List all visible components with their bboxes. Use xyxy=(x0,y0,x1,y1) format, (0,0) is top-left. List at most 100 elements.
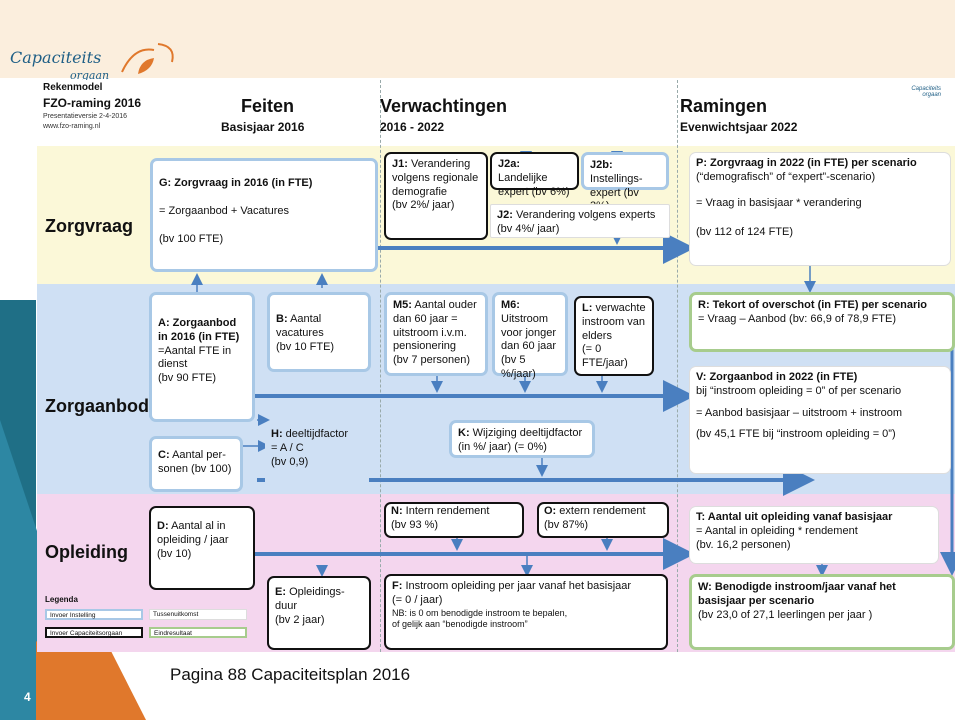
box-m5-title: M5: xyxy=(393,299,412,311)
box-k-line1: (in %/ jaar) (= 0%) xyxy=(458,440,547,453)
box-c: C: Aantal per-sonen (bv 100) xyxy=(149,436,243,492)
column-title-feiten: Feiten xyxy=(241,96,295,116)
box-t-line1: = Aantal in opleiding * rendement xyxy=(696,524,858,537)
box-d-example: (bv 10) xyxy=(157,547,192,560)
box-b-body: Aantal vacatures xyxy=(276,313,324,339)
box-f-title: F: xyxy=(392,580,403,592)
box-d-body: Aantal al in opleiding / jaar xyxy=(157,520,229,546)
box-t: T: Aantal uit opleiding vanaf basisjaar … xyxy=(689,506,939,564)
box-j2-title: J2: xyxy=(497,209,513,221)
box-r: R: Tekort of overschot (in FTE) per scen… xyxy=(689,292,955,352)
box-o-example: (bv 87%) xyxy=(544,518,589,531)
box-f-line3: of gelijk aan “benodigde instroom” xyxy=(392,618,528,629)
box-e-body: Opleidings-duur xyxy=(275,586,345,612)
box-c-body: Aantal per-sonen (bv 100) xyxy=(158,449,232,475)
box-o: O: extern rendement (bv 87%) xyxy=(537,502,669,538)
box-h: H: deeltijdfactor = A / C (bv 0,9) xyxy=(265,420,369,494)
box-k-body: Wijziging deeltijdfactor xyxy=(472,427,583,439)
box-d-title: D: xyxy=(157,520,169,532)
box-m6-title: M6: xyxy=(501,299,520,311)
box-w-title: W: Benodigde instroom/jaar vanaf het bas… xyxy=(698,581,896,607)
box-t-line2: (bv. 16,2 personen) xyxy=(696,538,791,551)
box-g-line1: = Zorgaanbod + Vacatures xyxy=(159,204,290,217)
box-m5-example: (bv 7 personen) xyxy=(393,354,471,366)
box-g-line2: (bv 100 FTE) xyxy=(159,232,224,245)
box-m5: M5: Aantal ouder dan 60 jaar = uitstroom… xyxy=(384,292,488,376)
box-k: K: Wijziging deeltijdfactor (in %/ jaar)… xyxy=(449,420,595,458)
mini-logo-text: Capaciteits xyxy=(911,86,941,92)
box-j2-body: Verandering volgens experts (bv 4%/ jaar… xyxy=(497,209,656,235)
box-p-title: P: Zorgvraag in 2022 (in FTE) per scenar… xyxy=(696,157,917,169)
box-p-line2: = Vraag in basisjaar * verandering xyxy=(696,196,862,209)
row-label-opleiding: Opleiding xyxy=(45,542,128,562)
model-title: Rekenmodel xyxy=(43,82,103,93)
box-m6: M6: Uitstroom voor jonger dan 60 jaar (b… xyxy=(492,292,568,380)
box-j2b-title: J2b: xyxy=(590,159,613,171)
url-text: www.fzo-raming.nl xyxy=(43,123,101,130)
logo-mark-icon xyxy=(121,43,174,74)
model-subtitle: FZO-raming 2016 xyxy=(43,96,142,110)
logo-text: Capaciteits xyxy=(10,48,102,67)
box-v-line1: bij “instroom opleiding = 0” of per scen… xyxy=(696,384,902,397)
header-band xyxy=(37,80,955,146)
box-t-title: T: Aantal uit opleiding vanaf basisjaar xyxy=(696,511,893,523)
box-l: L: verwachte instroom van elders (= 0 FT… xyxy=(574,296,654,376)
box-p: P: Zorgvraag in 2022 (in FTE) per scenar… xyxy=(689,152,951,266)
box-j1: J1: Verandering volgens regionale demogr… xyxy=(384,152,488,240)
column-title-verwachtingen: Verwachtingen xyxy=(380,96,508,116)
box-e-example: (bv 2 jaar) xyxy=(275,613,325,626)
legend-item-capaciteitsorgaan: Invoer Capaciteitsorgaan xyxy=(45,627,143,638)
box-l-example: (= 0 FTE/jaar) xyxy=(582,343,628,369)
box-f: F: Instroom opleiding per jaar vanaf het… xyxy=(384,574,668,650)
box-j2a-title: J2a: xyxy=(498,158,521,170)
box-n-example: (bv 93 %) xyxy=(391,518,439,531)
box-k-title: K: xyxy=(458,427,470,439)
box-a-line1: =Aantal FTE in dienst xyxy=(158,344,232,371)
legend-item-eindresultaat: Eindresultaat xyxy=(149,627,247,638)
mini-logo-subtext: orgaan xyxy=(922,92,941,98)
column-subtitle-verwachtingen: 2016 - 2022 xyxy=(380,120,445,134)
box-l-title: L: xyxy=(582,302,593,314)
column-divider xyxy=(677,80,678,652)
box-j2b: J2b: Instellings-expert (bv 3%) xyxy=(581,152,669,212)
box-w: W: Benodigde instroom/jaar vanaf het bas… xyxy=(689,574,955,650)
box-j1-title: J1: xyxy=(392,158,408,170)
box-h-body: deeltijdfactor xyxy=(285,428,349,440)
legend-item-tussenuitkomst: Tussenuitkomst xyxy=(149,609,247,620)
legend: Legenda Invoer Instelling Tussenuitkomst… xyxy=(45,595,260,650)
box-v-line2: = Aanbod basisjaar – uitstroom + instroo… xyxy=(696,406,903,419)
box-f-body: Instroom opleiding per jaar vanaf het ba… xyxy=(405,580,632,592)
box-h-line2: (bv 0,9) xyxy=(271,455,309,468)
box-e: E: Opleidings-duur (bv 2 jaar) xyxy=(267,576,371,650)
box-b-example: (bv 10 FTE) xyxy=(276,340,335,353)
box-g: G: Zorgvraag in 2016 (in FTE) = Zorgaanb… xyxy=(150,158,378,272)
box-b-title: B: xyxy=(276,313,288,325)
box-l-body: verwachte instroom van elders xyxy=(582,302,646,342)
top-band xyxy=(0,0,955,78)
row-label-zorgvraag: Zorgvraag xyxy=(45,216,134,236)
legend-title: Legenda xyxy=(45,595,78,604)
box-j1-body: Verandering volgens regionale demografie xyxy=(392,158,479,198)
box-p-line3: (bv 112 of 124 FTE) xyxy=(696,226,794,239)
column-title-ramingen: Ramingen xyxy=(680,96,768,116)
box-v: V: Zorgaanbod in 2022 (in FTE) bij “inst… xyxy=(689,366,951,474)
box-v-title: V: Zorgaanbod in 2022 (in FTE) xyxy=(696,371,858,383)
version-text: Presentatieversie 2-4-2016 xyxy=(43,113,128,120)
box-d: D: Aantal al in opleiding / jaar (bv 10) xyxy=(149,506,255,590)
box-n: N: Intern rendement (bv 93 %) xyxy=(384,502,524,538)
box-p-line1: (“demografisch” of “expert”-scenario) xyxy=(696,170,876,183)
box-b: B: Aantal vacatures (bv 10 FTE) xyxy=(267,292,371,372)
box-j2: J2: Verandering volgens experts (bv 4%/ … xyxy=(490,204,670,238)
box-n-body: Intern rendement xyxy=(405,505,490,517)
box-a: A: Zorgaanbod in 2016 (in FTE) =Aantal F… xyxy=(149,292,255,422)
box-m6-body: Uitstroom voor jonger dan 60 jaar xyxy=(501,312,557,353)
row-label-zorgaanbod: Zorgaanbod xyxy=(45,396,149,416)
column-subtitle-ramingen: Evenwichtsjaar 2022 xyxy=(680,120,798,134)
box-h-title: H: xyxy=(271,428,283,440)
box-m6-example: (bv 5 %/jaar) xyxy=(501,354,536,380)
box-e-title: E: xyxy=(275,586,286,598)
box-n-title: N: xyxy=(391,505,403,517)
box-o-body: extern rendement xyxy=(559,505,646,517)
box-r-line1: = Vraag – Aanbod (bv: 66,9 of 78,9 FTE) xyxy=(698,312,897,325)
slide-caption: Pagina 88 Capaciteitsplan 2016 xyxy=(170,665,411,684)
